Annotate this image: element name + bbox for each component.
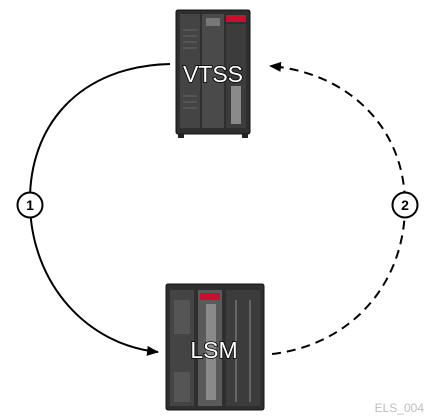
step-marker-2: 2 <box>391 191 419 219</box>
lsm-label: LSM <box>190 337 237 363</box>
step-marker-1: 1 <box>16 191 44 219</box>
lsm-light-strip <box>206 304 216 400</box>
vtss-foot-right <box>242 134 248 138</box>
vtss-display <box>206 18 220 26</box>
flow-arrow-vtss-to-lsm <box>28 63 171 356</box>
figure-id: ELS_004 <box>375 401 425 415</box>
vtss-device: VTSS <box>175 9 251 138</box>
flow-arrow-lsm-to-vtss <box>269 61 407 355</box>
vtss-accent-badge <box>226 15 246 22</box>
vtss-foot-left <box>178 134 184 138</box>
lsm-side-panel <box>174 300 190 334</box>
vtss-light-strip <box>231 86 241 124</box>
vtss-label: VTSS <box>183 61 243 87</box>
lsm-side-panel <box>174 372 190 402</box>
step-number: 2 <box>401 197 409 213</box>
step-number: 1 <box>26 197 34 213</box>
lsm-rack-right-panel <box>226 290 260 406</box>
lsm-accent-badge <box>200 293 220 300</box>
vtss-rack-center-panel <box>202 14 224 128</box>
lsm-device: LSM <box>165 283 265 411</box>
